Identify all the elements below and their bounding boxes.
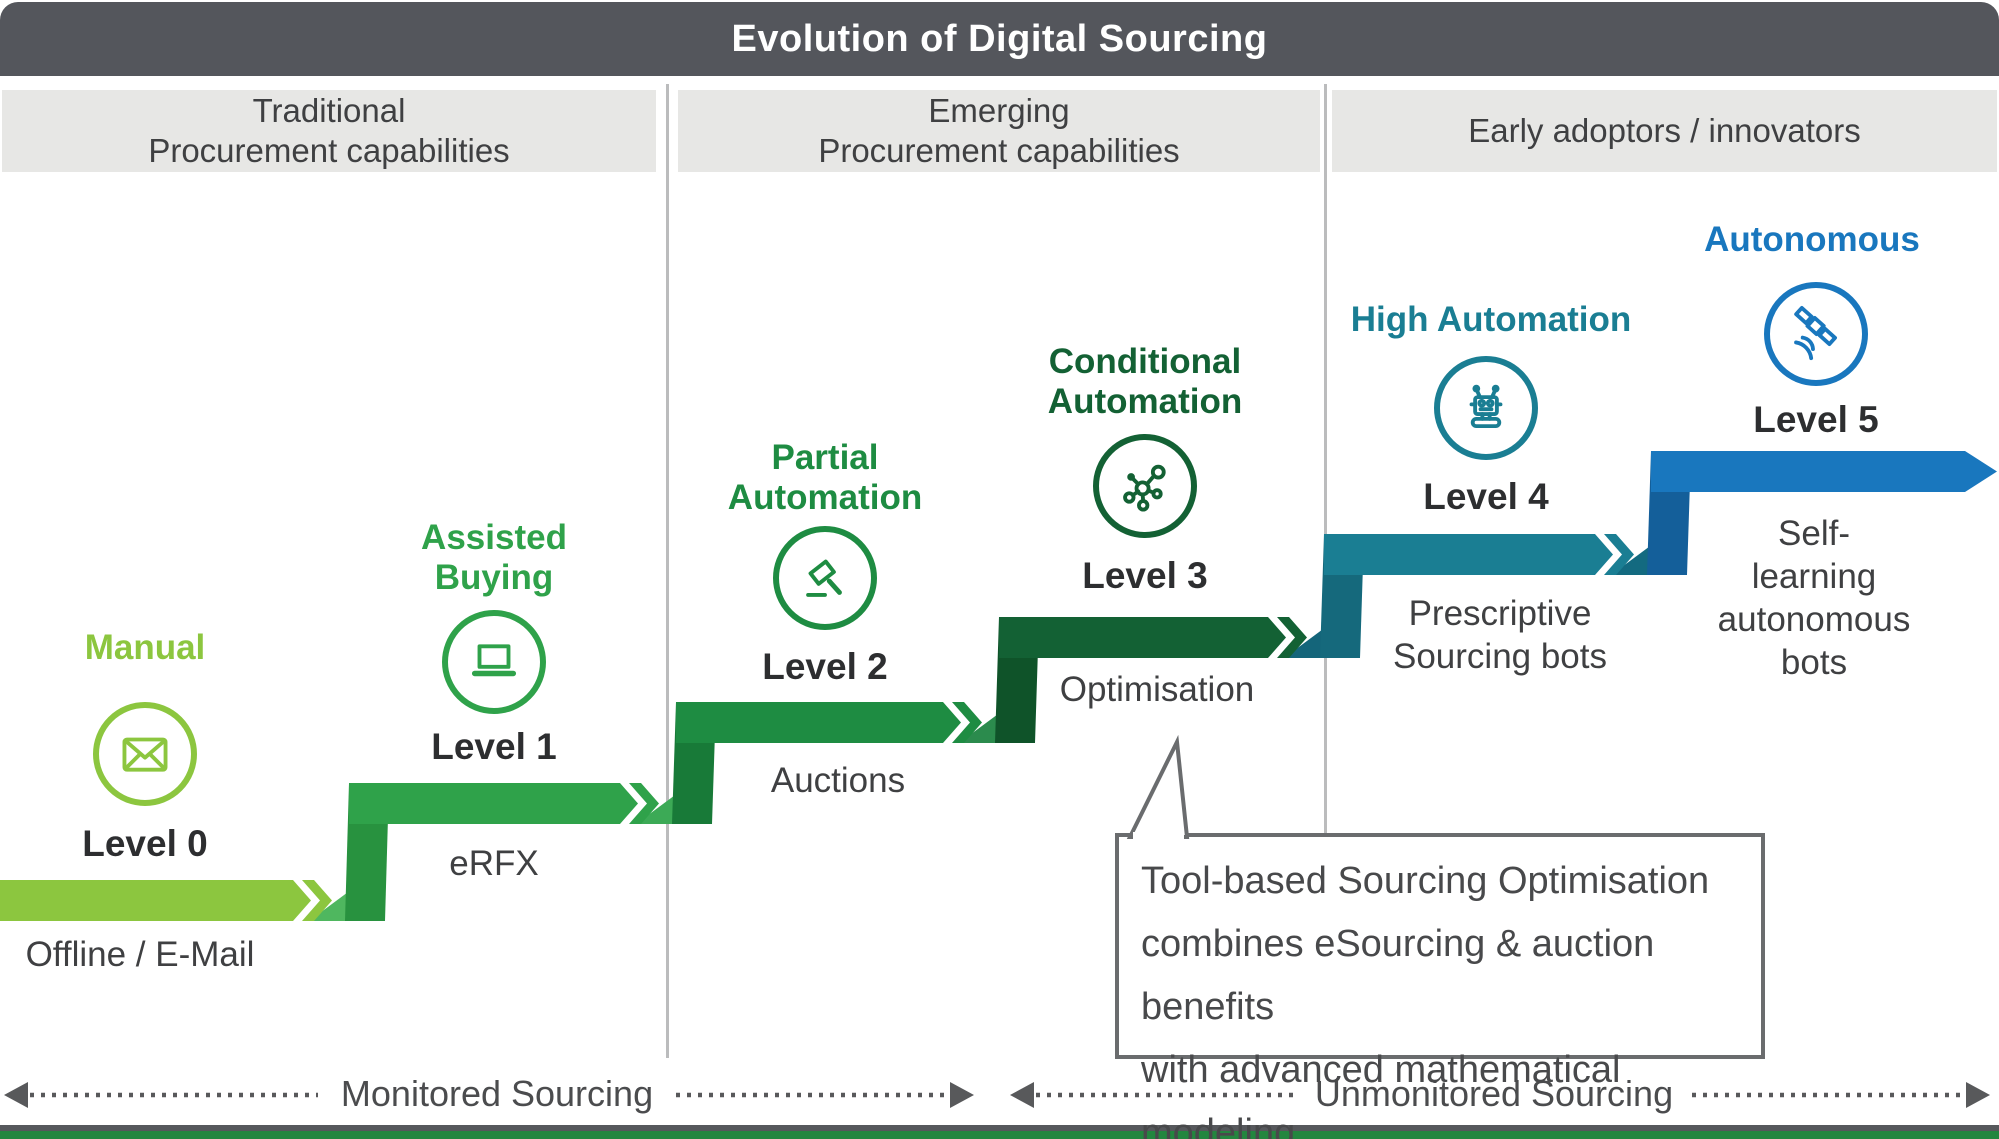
level2-name-label: Partial Automation bbox=[727, 438, 923, 517]
level4-sublabel: Prescriptive Sourcing bots bbox=[1392, 594, 1608, 676]
robot-icon bbox=[1434, 356, 1538, 460]
level3-name-label: Conditional Automation bbox=[1047, 342, 1243, 421]
laptop-icon bbox=[442, 610, 546, 714]
level5-name-label: Autonomous bbox=[1704, 220, 1920, 259]
column-header-traditional: Traditional Procurement capabilities bbox=[2, 90, 656, 172]
satellite-icon bbox=[1764, 282, 1868, 386]
level0-sublabel: Offline / E-Mail bbox=[25, 935, 255, 974]
callout-pointer bbox=[1126, 734, 1190, 844]
level5-label: Level 5 bbox=[1753, 399, 1879, 440]
envelope-icon bbox=[93, 702, 197, 806]
column-header-early-adoptors: Early adoptors / innovators bbox=[1332, 90, 1997, 172]
level3-sublabel: Optimisation bbox=[1059, 670, 1255, 709]
network-icon bbox=[1093, 434, 1197, 538]
level4-name-label: High Automation bbox=[1350, 300, 1632, 339]
title-bar: Evolution of Digital Sourcing bbox=[0, 2, 1999, 76]
level4-label: Level 4 bbox=[1423, 476, 1549, 517]
bottom-strip-green bbox=[0, 1131, 1999, 1139]
bottom-strip-gray bbox=[0, 1125, 1999, 1131]
level1-label: Level 1 bbox=[431, 726, 557, 767]
phase-divider-left bbox=[666, 84, 669, 1058]
level3-label: Level 3 bbox=[1082, 555, 1208, 596]
level2-sublabel: Auctions bbox=[770, 761, 906, 800]
column-header-emerging: Emerging Procurement capabilities bbox=[678, 90, 1320, 172]
level2-label: Level 2 bbox=[762, 646, 888, 687]
level1-sublabel: eRFX bbox=[449, 844, 539, 883]
level1-name-label: Assisted Buying bbox=[421, 518, 567, 597]
gavel-icon bbox=[773, 526, 877, 630]
page-title: Evolution of Digital Sourcing bbox=[731, 17, 1268, 60]
level5-sublabel: Self-learning autonomous bots bbox=[1717, 514, 1911, 682]
footer-arrows bbox=[4, 1082, 1990, 1108]
level0-name-label: Manual bbox=[84, 628, 206, 667]
unmonitored-sourcing-label: Unmonitored Sourcing bbox=[1315, 1073, 1673, 1115]
optimisation-callout: Tool-based Sourcing Optimisation combine… bbox=[1115, 833, 1765, 1139]
level0-label: Level 0 bbox=[82, 823, 208, 864]
monitored-sourcing-label: Monitored Sourcing bbox=[340, 1073, 654, 1114]
